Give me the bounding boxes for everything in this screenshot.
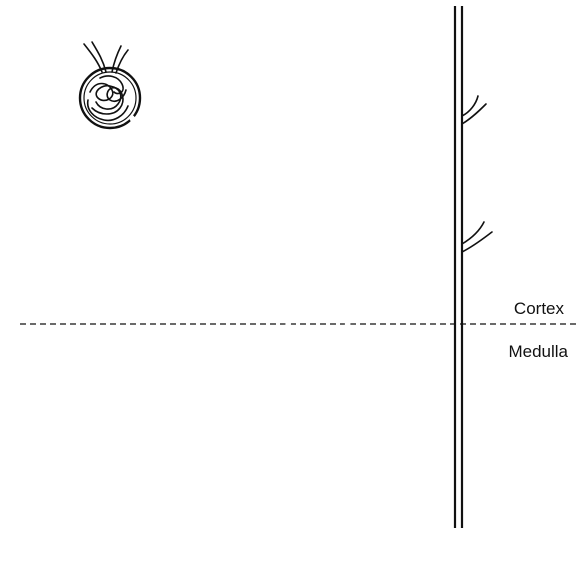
- collecting-duct: [455, 6, 492, 528]
- medulla-label: Medulla: [508, 342, 568, 361]
- nephron-tubule: [123, 47, 456, 566]
- glomerulus: [80, 42, 140, 128]
- cortex-label: Cortex: [514, 299, 565, 318]
